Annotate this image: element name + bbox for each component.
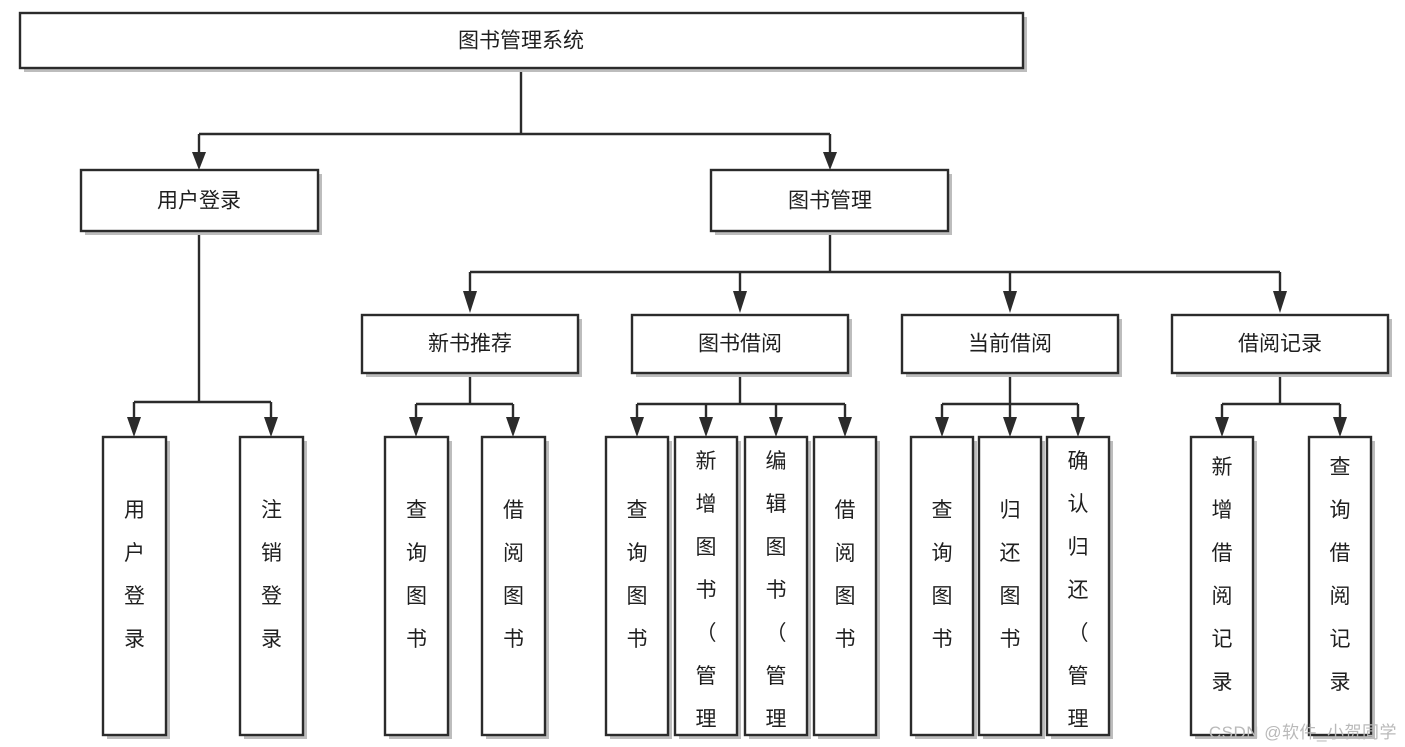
leaf-rect [604,435,670,737]
leaf-label-book-borrow-borrow: 借阅图书 [835,499,856,651]
leaf-book-borrow-add[interactable] [673,435,741,739]
arrow-to-current-borrow [1003,291,1017,313]
arrow-to-leaf-bb-3 [769,417,783,437]
leaf-rect [480,435,547,737]
leaf-rect [909,435,975,737]
root-rect [18,11,1025,70]
book-borrow-label: 图书借阅 [698,333,782,356]
leaf-label-borrow-record-query: 查询借阅记录 [1330,456,1351,694]
leaf-label-new-book-query: 查询图书 [406,499,427,651]
arrow-to-book-mgmt [823,152,837,170]
arrow-to-leaf-bb-1 [630,417,644,437]
book-management-label: 图书管理 [788,190,872,213]
arrow-to-leaf-bb-4 [838,417,852,437]
leaf-label-current-borrow-return: 归还图书 [1000,499,1021,651]
arrow-to-new-book [463,291,477,313]
borrow-record-label: 借阅记录 [1238,333,1322,356]
arrow-to-leaf-cb-3 [1071,417,1085,437]
leaf-rect [238,435,305,737]
user-login-label: 用户登录 [157,190,241,213]
root-label: 图书管理系统 [458,30,584,53]
node-current-borrow[interactable]: 当前借阅 [900,313,1122,377]
leaf-label-borrow-record-add: 新增借阅记录 [1212,456,1233,694]
leaf-current-borrow-return[interactable] [977,435,1045,739]
leaf-rect [1307,435,1373,737]
leaf-rect [1045,435,1111,737]
current-borrow-rect [900,313,1120,375]
leaf-book-borrow-borrow[interactable] [812,435,880,739]
leaf-rect [383,435,450,737]
node-book-borrow[interactable]: 图书借阅 [630,313,852,377]
node-new-book-recommend[interactable]: 新书推荐 [360,313,582,377]
book-borrow-rect [630,313,850,375]
leaf-rect [812,435,878,737]
new-book-rect [360,313,580,375]
node-root[interactable]: 图书管理系统 [18,11,1027,72]
book-management-rect [709,168,950,233]
leaf-user-login-logout[interactable] [238,435,307,739]
leaf-label-book-borrow-query: 查询图书 [627,499,648,651]
watermark-text: CSDN @软件_小贺同学 [1208,723,1397,742]
connectors [127,69,1347,437]
leaf-book-borrow-query[interactable] [604,435,672,739]
node-book-management[interactable]: 图书管理 [709,168,952,235]
arrow-to-leaf-nb-2 [506,417,520,437]
new-book-label: 新书推荐 [428,333,512,356]
leaf-current-borrow-confirm[interactable] [1045,435,1113,739]
leaf-rect [101,435,168,737]
leaf-rect [977,435,1043,737]
user-login-rect [79,168,320,233]
leaf-current-borrow-query[interactable] [909,435,977,739]
leaf-book-borrow-edit[interactable] [743,435,811,739]
leaf-label-user-login-login: 用户登录 [124,499,145,651]
leaf-rect [1189,435,1255,737]
leaf-rect [743,435,809,737]
arrow-to-leaf-user-login [127,417,141,437]
current-borrow-label: 当前借阅 [968,333,1052,356]
arrow-to-leaf-bb-2 [699,417,713,437]
node-borrow-record[interactable]: 借阅记录 [1170,313,1392,377]
leaf-borrow-record-add[interactable] [1189,435,1257,739]
leaf-new-book-query[interactable] [383,435,452,739]
arrow-to-leaf-cb-2 [1003,417,1017,437]
arrow-to-borrow-record [1273,291,1287,313]
leaf-label-book-borrow-edit: 编辑图书（管理员） [766,450,787,747]
leaf-rect [673,435,739,737]
arrow-to-leaf-logout [264,417,278,437]
leaf-borrow-record-query[interactable] [1307,435,1375,739]
leaf-label-current-borrow-confirm: 确认归还（管理员） [1068,450,1089,747]
leaf-text-layer: 用户登录 注销登录 查询图书 借阅图书 查询图书 新增图书（管理员） 编辑图书（管理员） 借阅… [124,450,1351,747]
leaf-label-new-book-borrow: 借阅图书 [503,499,524,651]
node-user-login[interactable]: 用户登录 [79,168,322,235]
borrow-record-rect [1170,313,1390,375]
arrow-to-leaf-cb-1 [935,417,949,437]
leaf-label-current-borrow-query: 查询图书 [932,499,953,651]
arrow-to-leaf-br-2 [1333,417,1347,437]
arrow-to-leaf-br-1 [1215,417,1229,437]
leaf-user-login-login[interactable] [101,435,170,739]
arrow-to-user-login [192,152,206,170]
leaf-new-book-borrow[interactable] [480,435,549,739]
arrow-to-leaf-nb-1 [409,417,423,437]
arrow-to-book-borrow [733,291,747,313]
leaf-label-user-login-logout: 注销登录 [261,499,282,651]
leaf-label-book-borrow-add: 新增图书（管理员） [696,450,717,747]
